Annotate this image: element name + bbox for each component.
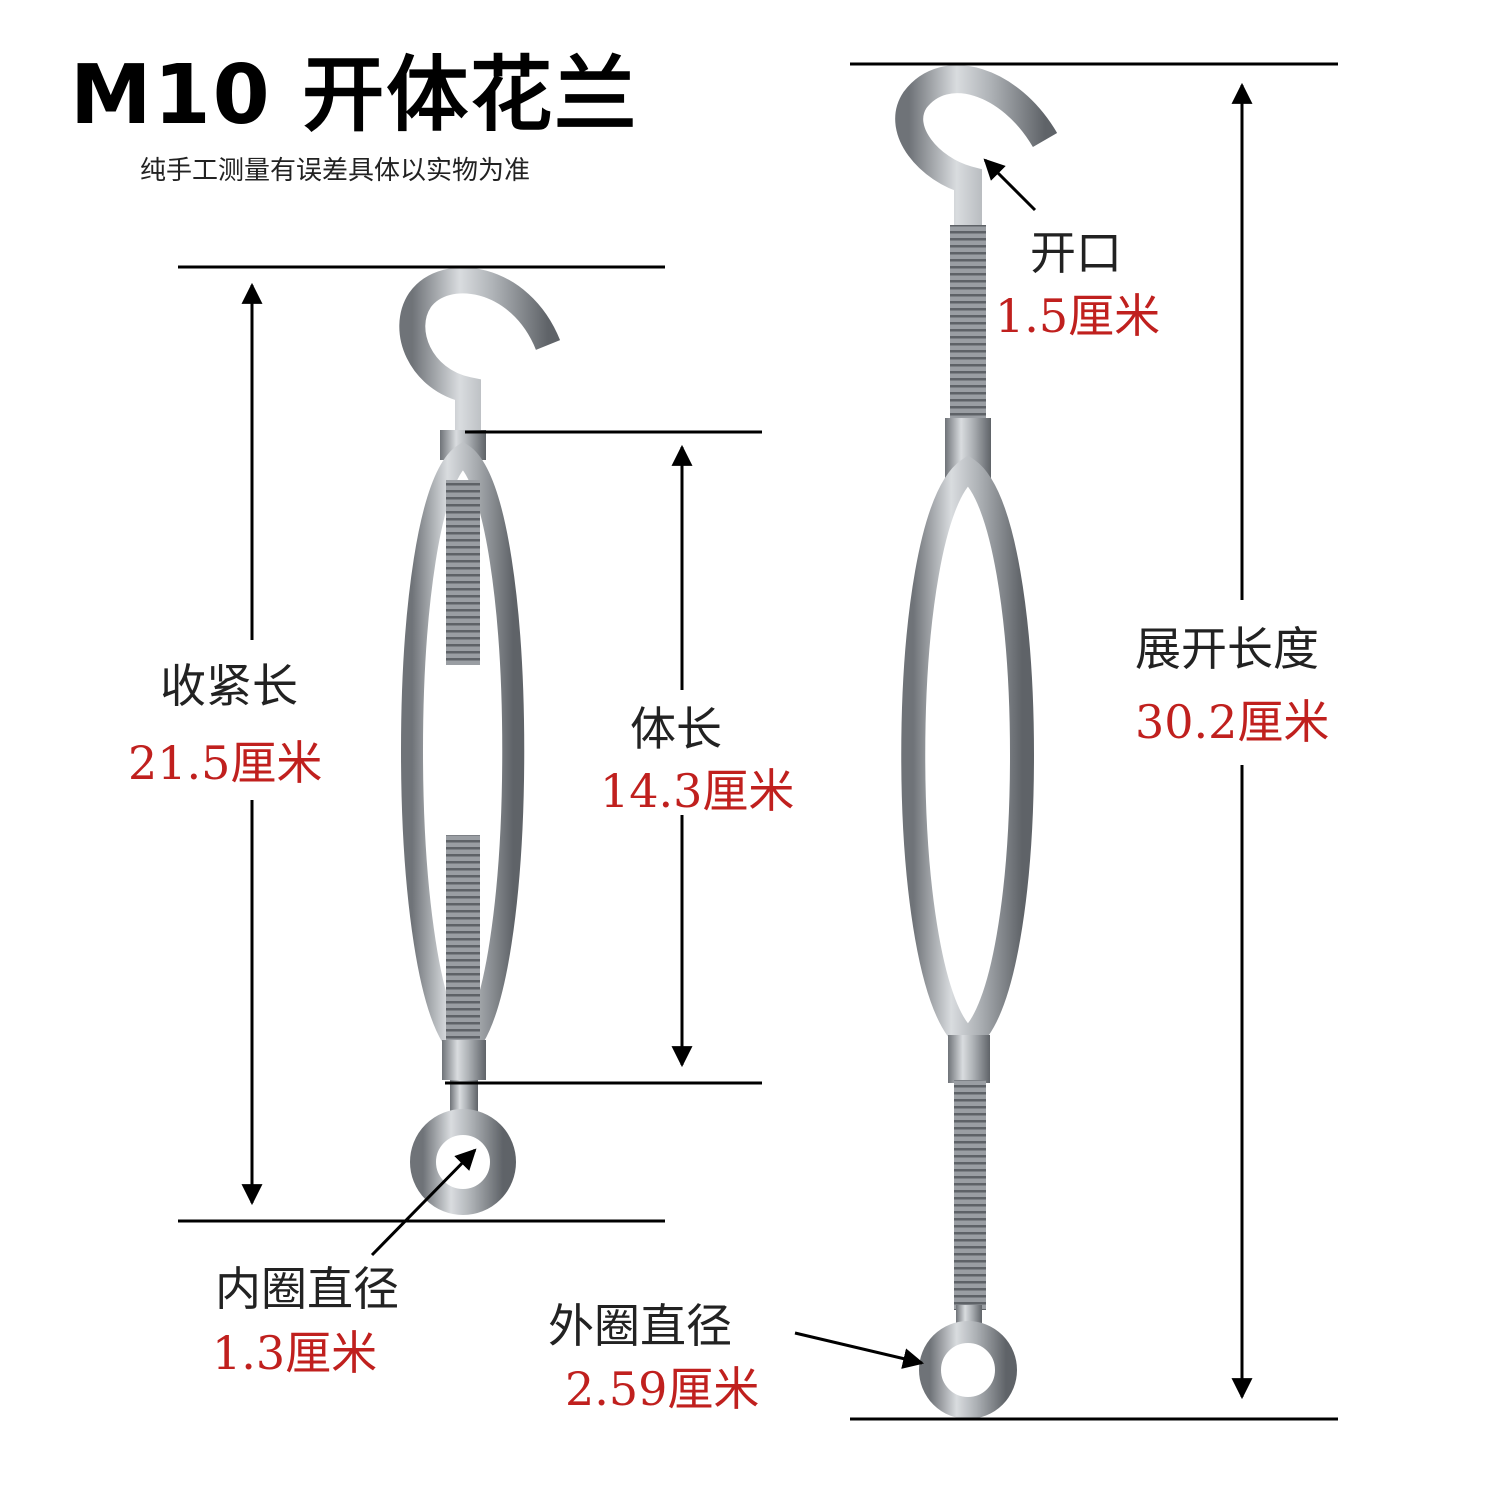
closed-turnbuckle <box>399 267 561 1215</box>
extended-length-label: 展开长度 <box>1135 622 1319 676</box>
outer-ring-value: 2.59厘米 <box>565 1362 760 1416</box>
dimension-lines <box>178 62 1338 1421</box>
inner-ring-value: 1.3厘米 <box>212 1326 378 1380</box>
disclaimer-text: 纯手工测量有误差具体以实物为准 <box>140 156 531 186</box>
page-title: M10 开体花兰 <box>70 48 639 143</box>
body-length-label: 体长 <box>630 702 722 756</box>
closed-length-label: 收紧长 <box>160 659 298 713</box>
outer-ring-label: 外圈直径 <box>548 1299 732 1353</box>
opening-value: 1.5厘米 <box>995 289 1161 343</box>
extended-turnbuckle <box>895 65 1058 1419</box>
inner-ring-label: 内圈直径 <box>215 1262 399 1316</box>
closed-length-value: 21.5厘米 <box>128 736 323 790</box>
extended-length-value: 30.2厘米 <box>1135 695 1330 749</box>
opening-label: 开口 <box>1030 226 1122 280</box>
body-length-value: 14.3厘米 <box>600 764 795 818</box>
